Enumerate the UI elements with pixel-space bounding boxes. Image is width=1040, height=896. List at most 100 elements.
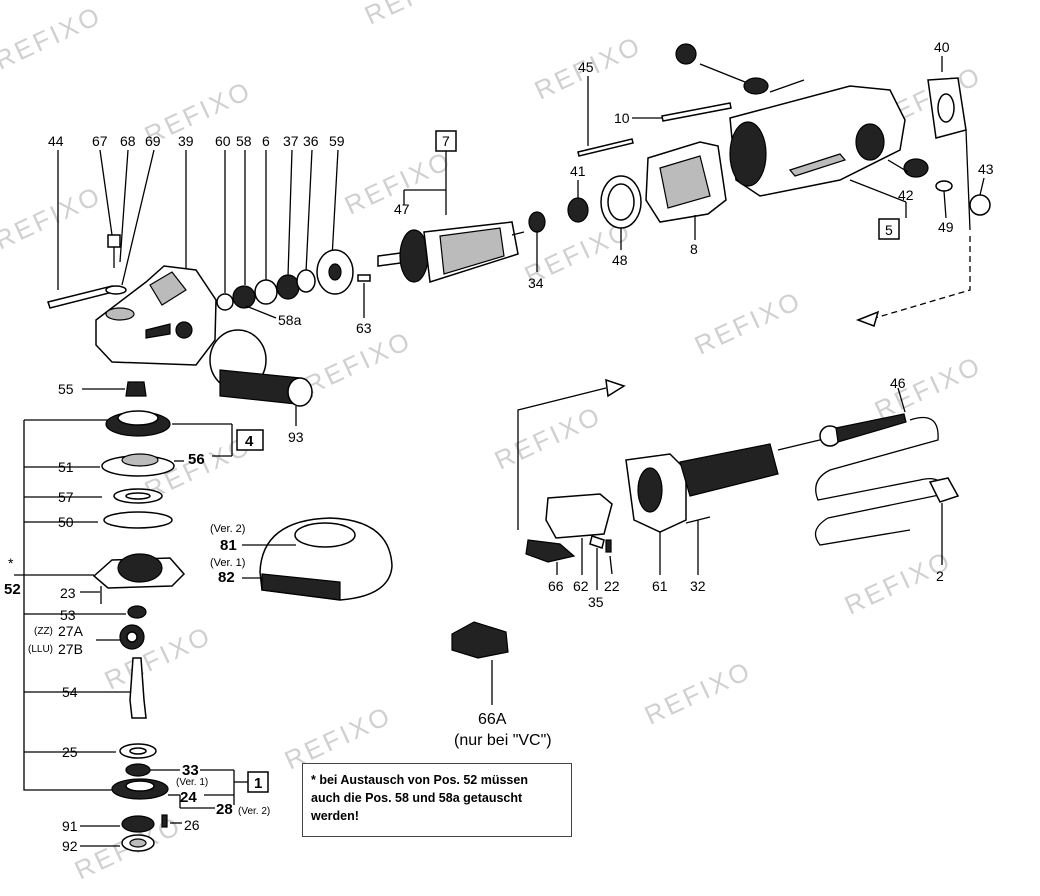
label-62: 62 bbox=[573, 578, 589, 594]
label-47: 47 bbox=[394, 201, 410, 217]
label-45: 45 bbox=[578, 59, 594, 75]
switch-cable-group bbox=[451, 378, 960, 705]
label-60: 60 bbox=[215, 133, 231, 149]
ring-36-part bbox=[296, 269, 316, 293]
group-box-5 bbox=[878, 218, 900, 240]
cap-43-part bbox=[969, 194, 991, 216]
watermark: REFIXO bbox=[0, 0, 107, 75]
label-56: 56 bbox=[188, 451, 205, 468]
labels: 44 67 68 69 39 60 58 6 37 36 59 58a 63 4… bbox=[4, 39, 994, 854]
washer-68-part bbox=[105, 285, 127, 295]
label-49: 49 bbox=[938, 219, 954, 235]
watermark: REFIXO bbox=[690, 285, 807, 361]
label-69: 69 bbox=[145, 133, 161, 149]
oring-50-part bbox=[103, 511, 173, 529]
label-61: 61 bbox=[652, 578, 668, 594]
label-91: 91 bbox=[62, 818, 78, 834]
watermark: REFIXO bbox=[360, 0, 477, 30]
screw-10-part bbox=[661, 102, 732, 122]
label-26: 26 bbox=[184, 817, 200, 833]
label-2: 2 bbox=[936, 568, 944, 584]
label-93: 93 bbox=[288, 429, 304, 445]
group-box-4 bbox=[236, 429, 264, 451]
spring-49-part bbox=[935, 180, 953, 192]
label-23: 23 bbox=[60, 585, 76, 601]
bearing-6-part bbox=[254, 279, 278, 305]
watermark: REFIXO bbox=[490, 400, 607, 476]
guard-82-part bbox=[261, 573, 341, 601]
label-27a: 27A bbox=[58, 623, 84, 639]
knob-part bbox=[675, 43, 697, 65]
label-34: 34 bbox=[528, 275, 544, 291]
label-41: 41 bbox=[570, 163, 586, 179]
label-48: 48 bbox=[612, 252, 628, 268]
watermark: REFIXO bbox=[640, 655, 757, 731]
screw-45-part bbox=[577, 138, 634, 157]
note-line-2: auch die Pos. 58 und 58a getauscht bbox=[311, 791, 523, 805]
label-ver2-a: (Ver. 2) bbox=[238, 806, 270, 817]
label-67: 67 bbox=[92, 133, 108, 149]
label-39: 39 bbox=[178, 133, 194, 149]
brush-holder-42-part bbox=[903, 158, 929, 178]
label-nur-bei-vc: (nur bei "VC") bbox=[454, 732, 552, 749]
bearing-37-part bbox=[276, 274, 300, 300]
lever-66a-part bbox=[451, 621, 509, 659]
label-66: 66 bbox=[548, 578, 564, 594]
spindle-group bbox=[14, 381, 269, 852]
label-27b: 27B bbox=[58, 641, 83, 657]
ring-33-part bbox=[125, 763, 151, 777]
label-24: 24 bbox=[180, 789, 197, 806]
label-33: 33 bbox=[182, 762, 199, 779]
bearing-41-part bbox=[567, 197, 589, 223]
label-10: 10 bbox=[614, 110, 630, 126]
watermark: REFIXO bbox=[870, 350, 987, 426]
label-57: 57 bbox=[58, 489, 74, 505]
label-54: 54 bbox=[62, 684, 78, 700]
label-82: 82 bbox=[218, 569, 235, 586]
label-37: 37 bbox=[283, 133, 299, 149]
label-58: 58 bbox=[236, 133, 252, 149]
label-44: 44 bbox=[48, 133, 64, 149]
label-1: 1 bbox=[254, 775, 262, 792]
switch-lever-66-part bbox=[525, 539, 576, 563]
label-92: 92 bbox=[62, 838, 78, 854]
nut-55-part bbox=[125, 381, 147, 397]
label-32: 32 bbox=[690, 578, 706, 594]
spindle-54-part bbox=[129, 657, 147, 719]
label-28: 28 bbox=[216, 801, 233, 818]
label-25: 25 bbox=[62, 744, 78, 760]
label-68: 68 bbox=[120, 133, 136, 149]
label-ver1-b: (Ver. 1) bbox=[210, 557, 245, 569]
watermark: REFIXO bbox=[100, 620, 217, 696]
switch-62-part bbox=[545, 493, 613, 539]
label-40: 40 bbox=[934, 39, 950, 55]
label-63: 63 bbox=[356, 320, 372, 336]
label-51: 51 bbox=[58, 459, 74, 475]
note-line-3: werden! bbox=[311, 809, 359, 823]
label-zz: (ZZ) bbox=[34, 626, 53, 637]
watermark: REFIXO bbox=[0, 180, 107, 256]
label-star: * bbox=[8, 555, 14, 571]
label-58a: 58a bbox=[278, 312, 302, 328]
arrow-left-icon bbox=[855, 310, 880, 327]
plug-2-part bbox=[928, 477, 960, 503]
label-42: 42 bbox=[898, 187, 914, 203]
label-59: 59 bbox=[329, 133, 345, 149]
group-box-1 bbox=[247, 771, 269, 793]
watermark: REFIXO bbox=[300, 325, 417, 401]
screw-22-part bbox=[605, 539, 612, 553]
gear-head-group bbox=[47, 43, 991, 426]
label-5: 5 bbox=[885, 222, 893, 238]
ring-53-part bbox=[127, 605, 147, 619]
screw-67-part bbox=[107, 234, 121, 248]
label-53: 53 bbox=[60, 607, 76, 623]
note-line-1: * bei Austausch von Pos. 52 müssen bbox=[311, 773, 528, 787]
label-35: 35 bbox=[588, 594, 604, 610]
label-50: 50 bbox=[58, 514, 74, 530]
label-llu: (LLU) bbox=[28, 644, 53, 655]
label-55: 55 bbox=[58, 381, 74, 397]
guard-group bbox=[242, 517, 393, 601]
label-36: 36 bbox=[303, 133, 319, 149]
label-66a: 66A bbox=[478, 711, 507, 728]
